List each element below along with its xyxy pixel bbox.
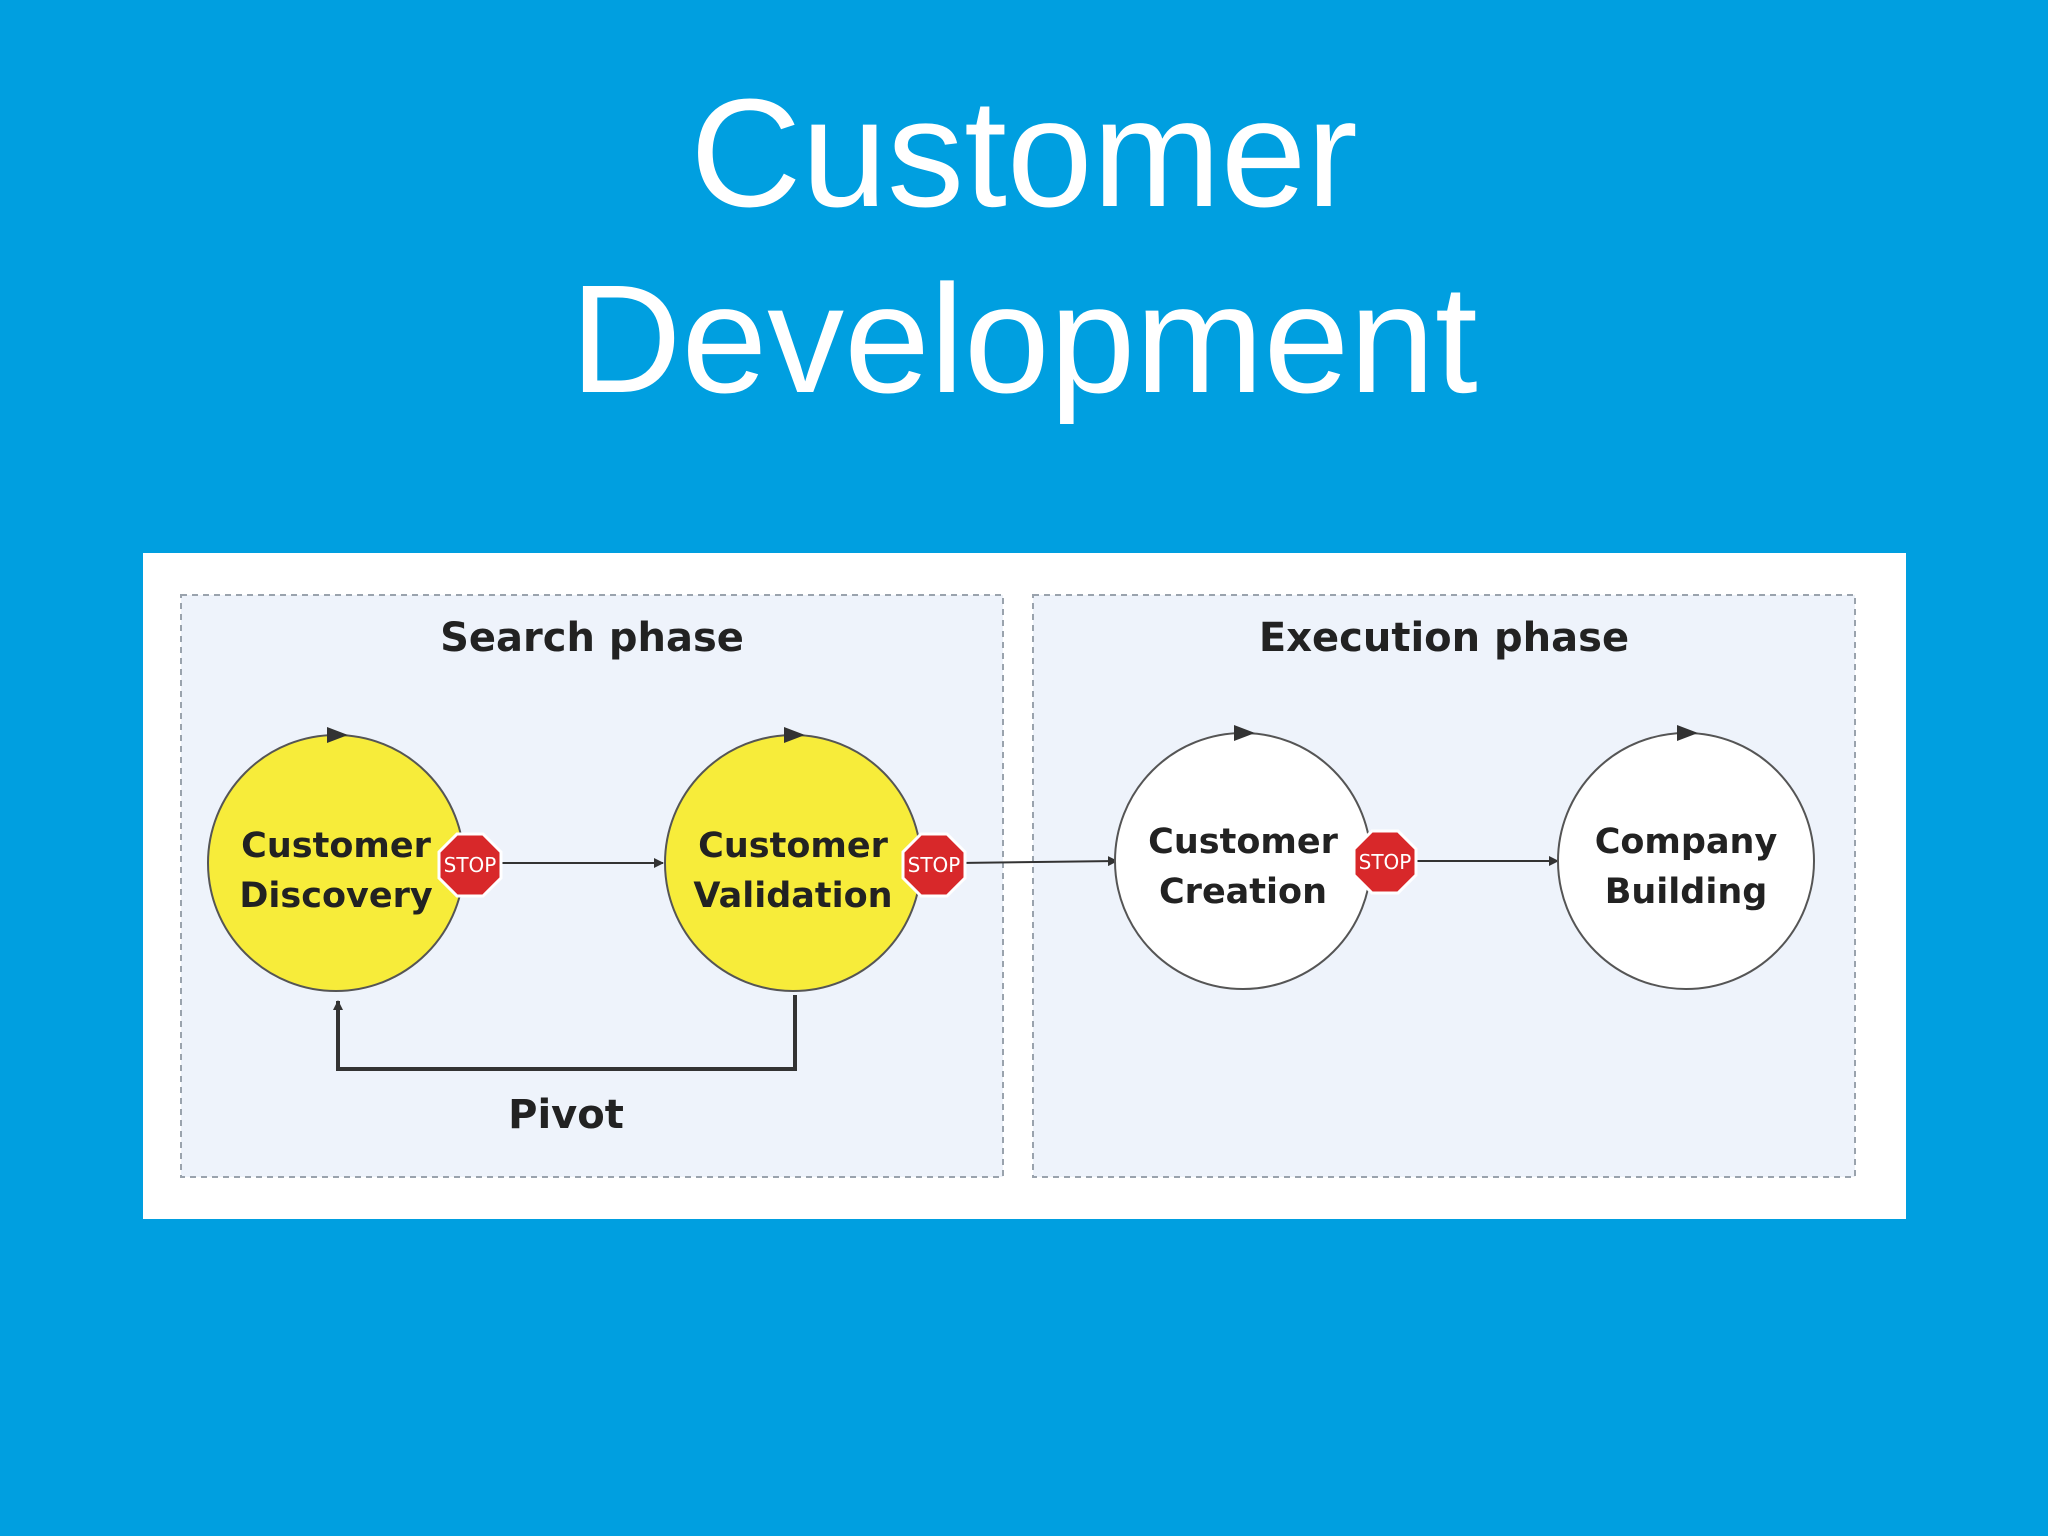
slide-title-line-1: Customer (690, 67, 1358, 239)
slide-title-line-2: Development (570, 253, 1478, 425)
slide-title: Customer Development (0, 60, 2048, 432)
cycle-arrow-icon (1677, 725, 1698, 741)
stop-sign-icon: STOP (901, 832, 967, 898)
cycle-arrow-icon (327, 727, 348, 743)
stop-sign-label: STOP (908, 853, 961, 877)
node-label-line-2: Validation (693, 876, 892, 916)
stop-sign-icon: STOP (437, 832, 503, 898)
node-label-line-1: Customer (1148, 822, 1338, 862)
node-label-line-1: Customer (241, 826, 431, 866)
pivot-loop-line (333, 995, 797, 1071)
node-label-line-2: Creation (1159, 872, 1327, 912)
search-phase-label: Search phase (440, 615, 744, 661)
node-label-line-1: Customer (698, 826, 888, 866)
cycle-arrow-icon (784, 727, 805, 743)
node-customer-creation: Customer Creation (1114, 725, 1372, 990)
node-customer-discovery: Customer Discovery (207, 727, 465, 992)
pivot-label: Pivot (508, 1092, 624, 1138)
node-label-line-2: Discovery (239, 876, 432, 916)
stop-sign-icon: STOP (1352, 829, 1418, 895)
node-company-building: Company Building (1557, 725, 1815, 990)
diagram-frame: Search phase Execution phase Pivot Custo… (143, 553, 1906, 1219)
cycle-arrow-icon (1234, 725, 1255, 741)
node-label-line-2: Building (1605, 872, 1768, 912)
stop-sign-label: STOP (444, 853, 497, 877)
customer-development-diagram: Search phase Execution phase Pivot Custo… (180, 594, 1856, 1178)
connector-validation-to-creation (957, 856, 1118, 867)
node-customer-validation: Customer Validation (664, 727, 922, 992)
node-label-line-1: Company (1595, 822, 1778, 862)
stop-sign-label: STOP (1359, 850, 1412, 874)
execution-phase-label: Execution phase (1259, 615, 1629, 661)
